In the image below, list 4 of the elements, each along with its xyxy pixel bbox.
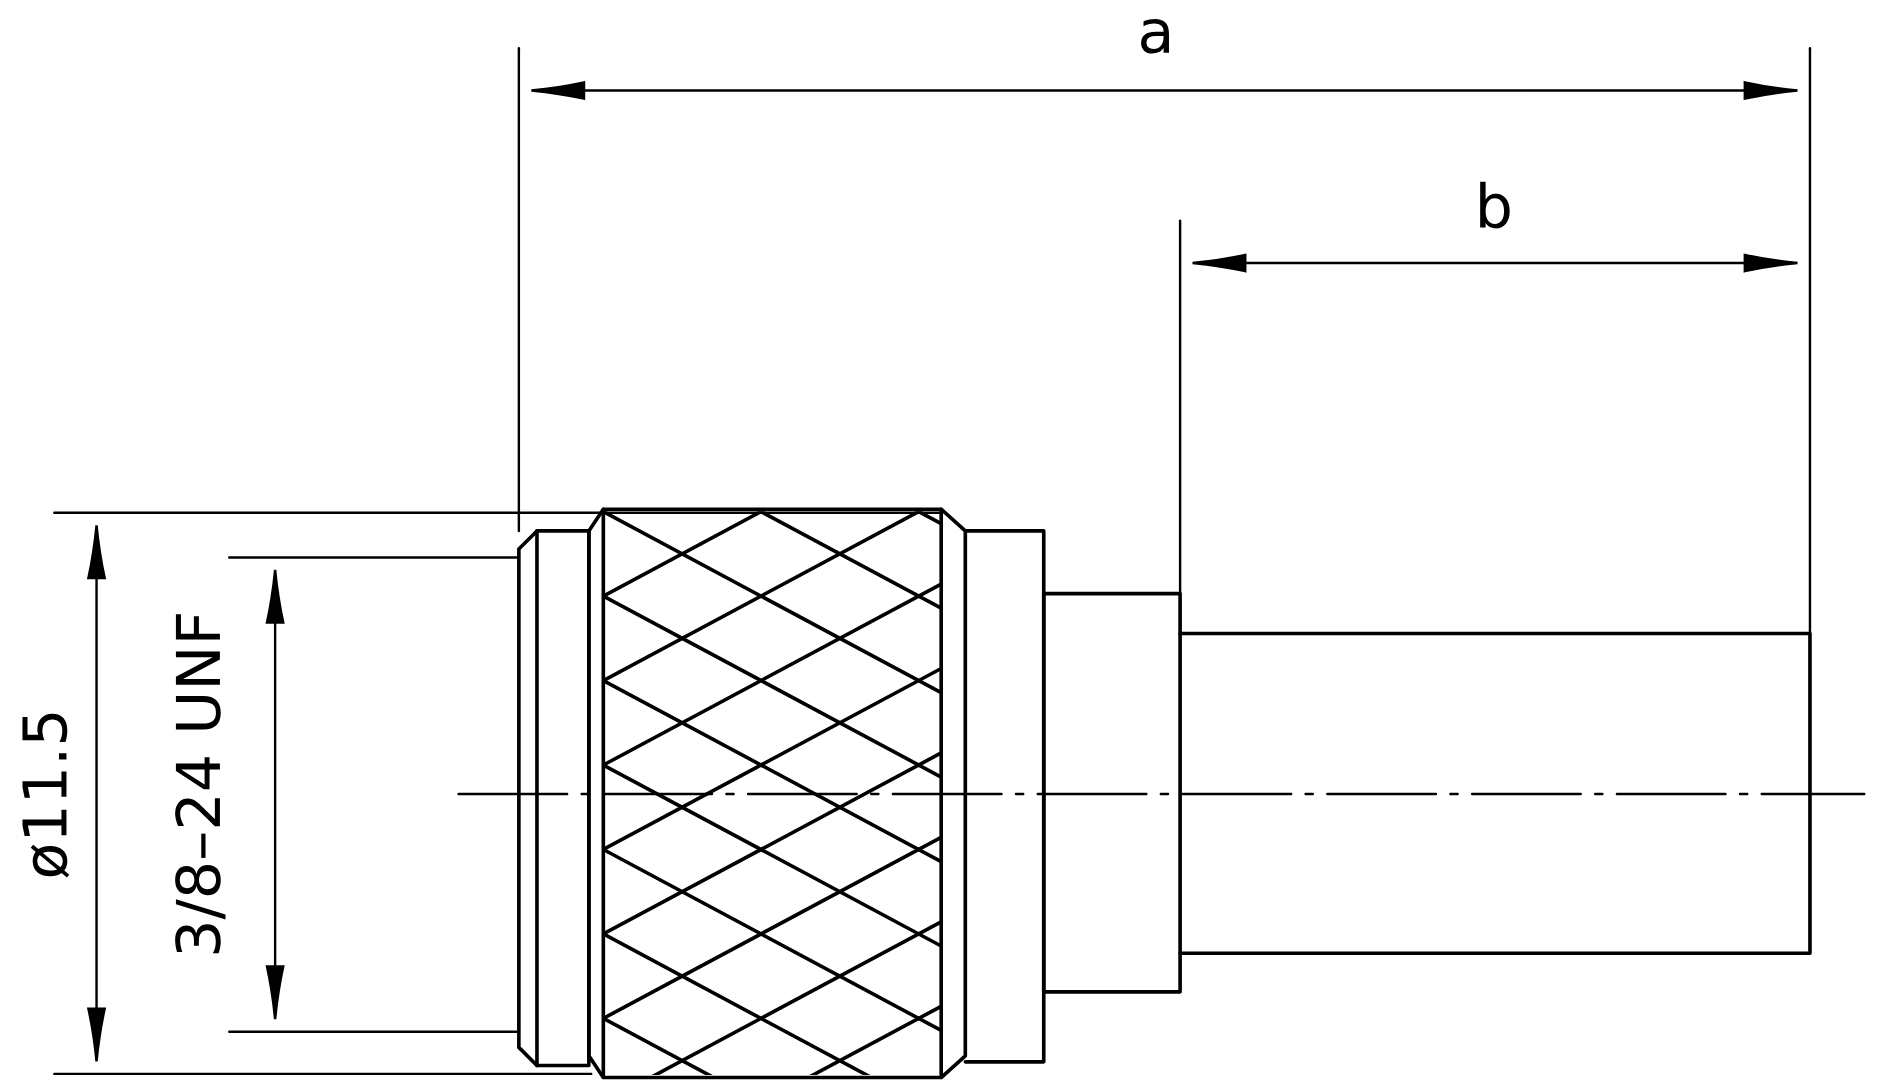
dimension-label: a [1141, 18, 1169, 54]
dimension-label: b [1480, 181, 1510, 229]
dimension-label: ø11.5 [22, 713, 70, 878]
dimension-label: 3/8–24 UNF [175, 614, 226, 954]
